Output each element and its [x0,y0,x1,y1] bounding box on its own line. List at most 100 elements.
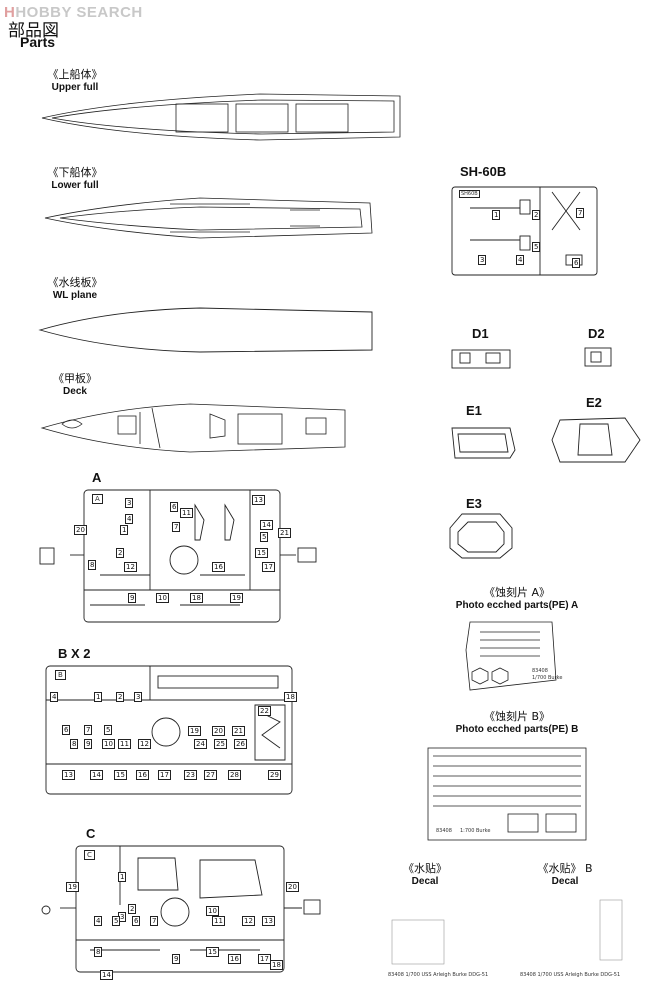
part-number-b: 11 [118,739,131,749]
part-number-c: 8 [94,947,103,957]
part-number-b: 18 [284,692,297,702]
pe-a-code: 83408 [532,668,548,674]
part-number-a: 14 [260,520,273,530]
page-subtitle: Parts [20,34,56,50]
part-number-sh60b: 4 [516,255,525,265]
part-number-c: 10 [206,906,219,916]
part-number-a: 10 [156,593,169,603]
part-number-b: 7 [84,725,93,735]
part-number-c: 12 [242,916,255,926]
part-number-b: 17 [158,770,171,780]
watermark-logo: HHOBBY SEARCH [4,4,143,21]
part-number-c: 17 [258,954,271,964]
part-number-b: 23 [184,770,197,780]
part-number-b: 8 [70,739,79,749]
part-number-c: 11 [212,916,225,926]
hull-label-deck: 《甲板》Deck [53,372,97,397]
pe-b-text: 1:700 Burke [460,828,491,834]
part-number-b: 6 [62,725,71,735]
part-number-c: 9 [172,954,181,964]
part-number-c: 15 [206,947,219,957]
part-number-b: 3 [134,692,143,702]
part-number-b: 29 [268,770,281,780]
decal-b-strip: 83408 1/700 USS Arleigh Burke DDG-51 [520,972,621,978]
part-number-sh60b: 2 [532,210,541,220]
part-number-a: 5 [260,532,269,542]
part-number-sh60b: 1 [492,210,501,220]
part-number-b: 25 [214,739,227,749]
sprue-tag-sh60b: SH60B [459,190,480,198]
decal-a-strip: 83408 1/700 USS Arleigh Burke DDG-51 [388,972,489,978]
part-number-c: 5 [112,916,121,926]
pe-label-b: 《蚀刻片 B》Photo ecched parts(PE) B [455,710,579,735]
part-number-a: 2 [116,548,125,558]
part-number-c: 18 [270,960,283,970]
part-number-c: 1 [118,872,127,882]
part-number-c: 14 [100,970,113,980]
sprue-tag-b: B [55,670,66,680]
decal-label-a: 《水贴》Decal [403,862,447,887]
part-number-a: 9 [128,593,137,603]
part-number-a: 1 [120,525,129,535]
part-number-c: 19 [66,882,79,892]
part-number-b: 24 [194,739,207,749]
part-number-b: 15 [114,770,127,780]
sprue-title-sh60b: SH-60B [460,164,507,179]
sprue-title-b: B X 2 [58,646,91,661]
part-number-b: 19 [188,726,201,736]
part-title-e1: E1 [466,403,482,418]
part-number-sh60b: 6 [572,258,581,268]
part-number-a: 8 [88,560,97,570]
part-number-a: 16 [212,562,225,572]
part-number-b: 16 [136,770,149,780]
part-title-d1: D1 [472,326,489,341]
hull-label-wl: 《水线板》WL plane [47,276,103,301]
part-number-b: 2 [116,692,125,702]
part-number-a: 15 [255,548,268,558]
hull-label-lower: 《下船体》Lower full [47,166,103,191]
part-number-b: 27 [204,770,217,780]
part-number-a: 3 [125,498,134,508]
part-number-a: 19 [230,593,243,603]
part-title-d2: D2 [588,326,605,341]
part-number-a: 7 [172,522,181,532]
part-number-a: 6 [170,502,179,512]
part-number-a: 17 [262,562,275,572]
part-number-b: 20 [212,726,225,736]
part-number-b: 4 [50,692,59,702]
part-number-a: 13 [252,495,265,505]
part-number-a: 20 [74,525,87,535]
part-number-c: 4 [94,916,103,926]
part-number-b: 21 [232,726,245,736]
part-number-c: 20 [286,882,299,892]
part-number-a: 18 [190,593,203,603]
page-title: 部品図 [8,21,59,41]
part-number-a: 4 [125,514,134,524]
part-number-b: 9 [84,739,93,749]
part-title-e2: E2 [586,395,602,410]
sprue-title-c: C [86,826,96,841]
part-number-a: 21 [278,528,291,538]
part-number-a: 12 [124,562,137,572]
pe-a-text: 1/700 Burke [532,675,563,681]
part-number-sh60b: 5 [532,242,541,252]
part-number-c: 2 [128,904,137,914]
part-number-c: 13 [262,916,275,926]
pe-b-code: 83408 [436,828,452,834]
part-number-b: 26 [234,739,247,749]
part-number-b: 10 [102,739,115,749]
part-number-sh60b: 7 [576,208,585,218]
part-number-b: 5 [104,725,113,735]
part-number-a: 11 [180,508,193,518]
sprue-title-a: A [92,470,102,485]
part-number-b: 1 [94,692,103,702]
part-number-sh60b: 3 [478,255,487,265]
part-title-e3: E3 [466,496,482,511]
